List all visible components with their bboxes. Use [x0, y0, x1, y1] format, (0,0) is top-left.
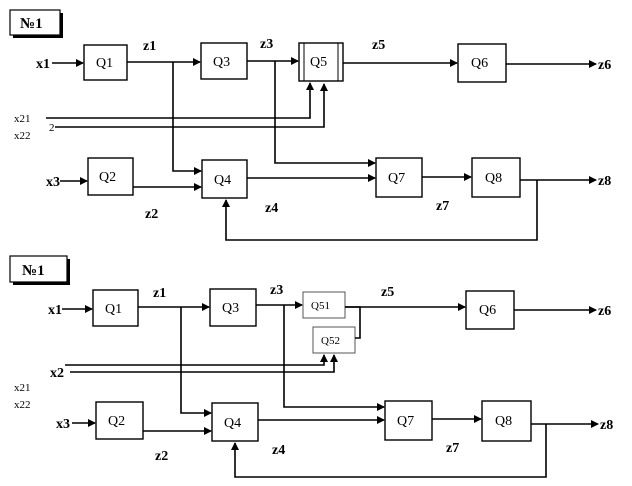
- label-x3: x3: [46, 175, 60, 190]
- label-z3-2: z3: [270, 283, 283, 298]
- block-q6: [457, 43, 507, 83]
- block-q3: [200, 42, 248, 80]
- block-q3-label: Q3: [213, 55, 230, 70]
- block-q5: [298, 42, 344, 82]
- block-q51-label: Q51: [311, 300, 330, 312]
- block-q1: [83, 44, 128, 81]
- block-q1-2-label: Q1: [105, 302, 122, 317]
- label-z4: z4: [265, 201, 278, 216]
- diagram-1-title: №1: [20, 16, 43, 32]
- label-z8-2: z8: [600, 418, 613, 433]
- label-x1-2: x1: [48, 303, 62, 318]
- arrow-z3-q7: [274, 61, 376, 167]
- block-q2-2-label: Q2: [108, 414, 125, 429]
- label-x22-2: x22: [14, 399, 31, 411]
- label-x2-2: x2: [50, 366, 64, 381]
- block-q4-2-label: Q4: [224, 416, 241, 431]
- block-q1-label: Q1: [96, 56, 113, 71]
- block-q2: [87, 157, 134, 196]
- block-q8-label: Q8: [485, 171, 502, 186]
- block-q3-2-label: Q3: [222, 301, 239, 316]
- block-q6-2-label: Q6: [479, 303, 496, 318]
- diagram-2: №1 Q1 Q3 Q51 Q52 Q6 Q2 Q4 Q7 Q8: [9, 255, 613, 478]
- label-z7-2: z7: [446, 441, 459, 456]
- block-q4: [201, 159, 248, 199]
- arrow-z1-q4: [172, 62, 202, 175]
- label-z6: z6: [598, 58, 611, 73]
- diagram-2-title: №1: [22, 263, 45, 279]
- title-box-1: [9, 9, 61, 36]
- label-z5: z5: [372, 38, 385, 53]
- block-q2-label: Q2: [99, 170, 116, 185]
- arrow-x22-q5: [55, 83, 328, 128]
- block-q7-2: [384, 400, 433, 441]
- label-z1: z1: [143, 39, 156, 54]
- block-q52: [312, 326, 356, 354]
- block-q5-label: Q5: [310, 55, 327, 70]
- block-q8-2-label: Q8: [495, 414, 512, 429]
- label-z2: z2: [145, 207, 158, 222]
- label-x21-2: x21: [14, 382, 31, 394]
- block-q2-2: [95, 401, 144, 440]
- block-q7-label: Q7: [388, 171, 405, 186]
- arrow-x21-q5: [46, 82, 314, 119]
- label-z7: z7: [436, 199, 449, 214]
- label-x21: x21: [14, 113, 31, 125]
- block-q8: [471, 157, 521, 198]
- block-q6-label: Q6: [471, 56, 488, 71]
- label-x1: x1: [36, 57, 50, 72]
- block-q52-label: Q52: [321, 335, 340, 347]
- label-z5-2: z5: [381, 285, 394, 300]
- feedback-q8-q4: [222, 180, 538, 241]
- label-z4-2: z4: [272, 443, 285, 458]
- label-x3-2: x3: [56, 417, 70, 432]
- label-x2: 2: [49, 122, 55, 134]
- label-z6-2: z6: [598, 304, 611, 319]
- arrow-z1-q4-2: [180, 307, 212, 417]
- arrow-z3-q7-2: [283, 305, 385, 411]
- label-x22: x22: [14, 130, 31, 142]
- block-q8-2: [481, 400, 532, 442]
- label-z1-2: z1: [153, 286, 166, 301]
- label-z3: z3: [260, 37, 273, 52]
- block-q51: [302, 291, 346, 319]
- title-box-2: [9, 255, 68, 283]
- label-z2-2: z2: [155, 449, 168, 464]
- block-q4-label: Q4: [214, 173, 231, 188]
- label-z8: z8: [598, 174, 611, 189]
- arrow-x2-q52: [65, 354, 328, 366]
- diagram-1: №1 Q1 Q3 Q5 Q6 Q2 Q4 Q7 Q8: [9, 9, 611, 241]
- arrow-x2b-q52: [70, 354, 338, 373]
- block-q3-2: [209, 288, 257, 327]
- block-q1-2: [92, 289, 139, 327]
- feedback-q8-q4-2: [231, 424, 547, 478]
- block-q4-2: [211, 402, 259, 442]
- block-q7-2-label: Q7: [397, 414, 414, 429]
